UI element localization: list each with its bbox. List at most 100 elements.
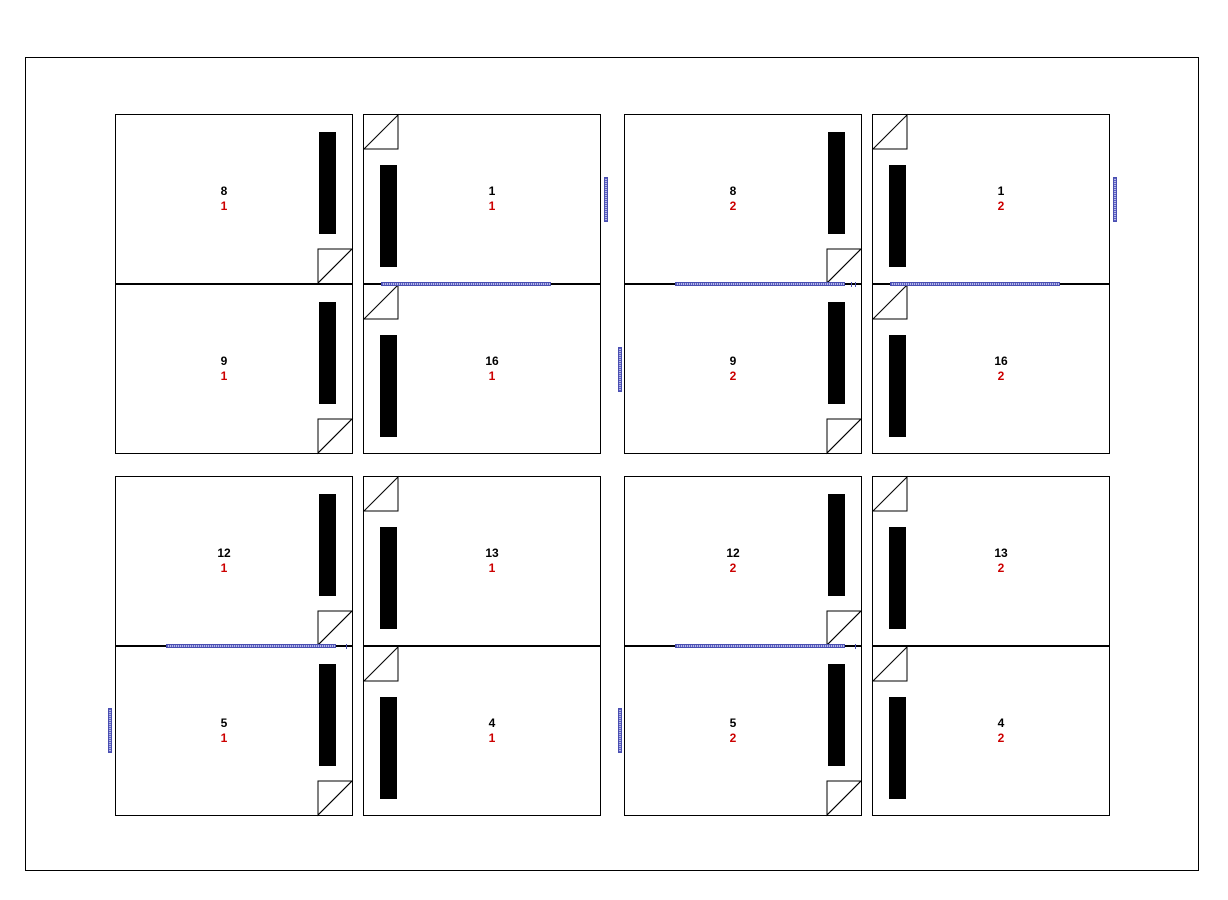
registration-mark [618, 708, 622, 753]
page-curl-icon [362, 645, 399, 682]
page-number: 13 [485, 546, 499, 560]
copy-number: 1 [220, 199, 228, 213]
registration-tick [855, 644, 856, 649]
page-curl-icon [362, 113, 399, 150]
copy-number: 1 [488, 561, 496, 575]
copy-number: 2 [729, 731, 737, 745]
page-number: 9 [220, 354, 228, 368]
page-curl-icon [871, 113, 908, 150]
page-curl-icon [317, 248, 354, 285]
copy-number: 1 [220, 731, 228, 745]
registration-mark [890, 282, 1060, 286]
copy-number: 1 [488, 199, 496, 213]
spine-bar [380, 335, 397, 437]
spine-bar [889, 527, 906, 629]
page-number: 8 [729, 184, 737, 198]
spine-bar [889, 697, 906, 799]
page-curl-icon [826, 248, 863, 285]
spine-bar [828, 302, 845, 404]
copy-number: 1 [220, 369, 228, 383]
spine-bar [380, 697, 397, 799]
spine-bar [828, 664, 845, 766]
registration-tick [346, 644, 347, 649]
registration-mark [108, 708, 112, 753]
copy-number: 2 [997, 731, 1005, 745]
page-number: 8 [220, 184, 228, 198]
registration-mark [166, 644, 336, 648]
page-number: 9 [729, 354, 737, 368]
page-curl-icon [317, 780, 354, 817]
page-number: 5 [729, 716, 737, 730]
page-curl-icon [871, 645, 908, 682]
registration-mark [381, 282, 551, 286]
page-curl-icon [362, 475, 399, 512]
spine-bar [319, 132, 336, 234]
registration-mark [618, 347, 622, 392]
copy-number: 1 [488, 731, 496, 745]
copy-number: 2 [997, 561, 1005, 575]
page-number: 16 [485, 354, 499, 368]
copy-number: 2 [997, 369, 1005, 383]
spine-bar [380, 527, 397, 629]
page-curl-icon [826, 418, 863, 455]
page-curl-icon [362, 283, 399, 320]
copy-number: 2 [729, 369, 737, 383]
page-number: 12 [217, 546, 231, 560]
registration-mark [1113, 177, 1117, 222]
spine-bar [889, 165, 906, 267]
page-curl-icon [871, 475, 908, 512]
page-curl-icon [317, 610, 354, 647]
copy-number: 1 [220, 561, 228, 575]
copy-number: 2 [729, 199, 737, 213]
page-number: 4 [488, 716, 496, 730]
spine-bar [828, 132, 845, 234]
page-curl-icon [826, 610, 863, 647]
registration-mark [604, 177, 608, 222]
spine-bar [319, 664, 336, 766]
page-number: 5 [220, 716, 228, 730]
page-curl-icon [317, 418, 354, 455]
spine-bar [319, 302, 336, 404]
spine-bar [889, 335, 906, 437]
registration-tick [855, 282, 856, 287]
page-number: 4 [997, 716, 1005, 730]
page-number: 13 [994, 546, 1008, 560]
registration-mark [675, 644, 845, 648]
copy-number: 2 [997, 199, 1005, 213]
page-number: 1 [488, 184, 496, 198]
page-number: 1 [997, 184, 1005, 198]
spine-bar [828, 494, 845, 596]
spine-bar [319, 494, 336, 596]
copy-number: 2 [729, 561, 737, 575]
